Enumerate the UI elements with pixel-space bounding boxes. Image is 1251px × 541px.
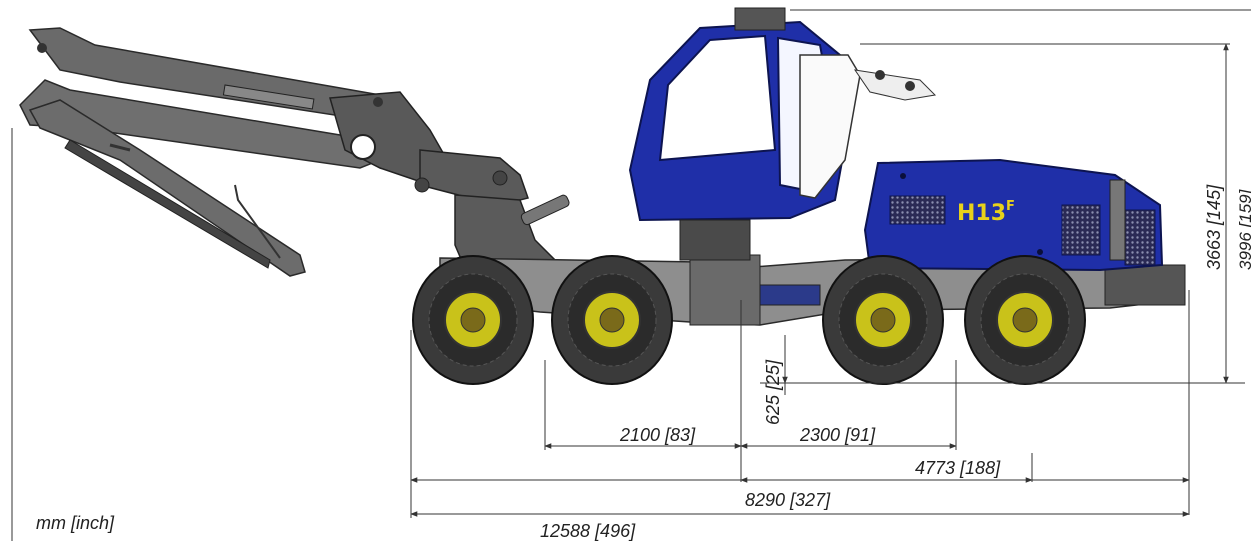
dim-cab-height: 3663 [145] (1204, 184, 1224, 270)
units-label: mm [inch] (36, 513, 115, 533)
model-badge: H13F (957, 199, 1015, 226)
wheel-front-1 (412, 255, 534, 385)
wheel-rear-2 (964, 255, 1086, 385)
dimension-lines (11, 9, 1251, 541)
crane-boom (19, 27, 570, 281)
dim-wheel-span: 8290 [327] (745, 490, 831, 510)
dim-wheelbase-front: 2100 [83] (619, 425, 696, 445)
wheel-front-2 (551, 255, 673, 385)
operator-cab (628, 7, 937, 261)
dim-wheelbase-rear: 2300 [91] (799, 425, 876, 445)
wheel-rear-1 (822, 255, 944, 385)
engine-hood: H13F (863, 158, 1164, 272)
dim-ground-clearance: 625 [25] (763, 359, 783, 425)
dim-rear-section: 4773 [188] (915, 458, 1001, 478)
dim-total-height: 3996 [159] (1236, 188, 1251, 270)
dim-total-length: 12588 [496] (540, 521, 636, 541)
